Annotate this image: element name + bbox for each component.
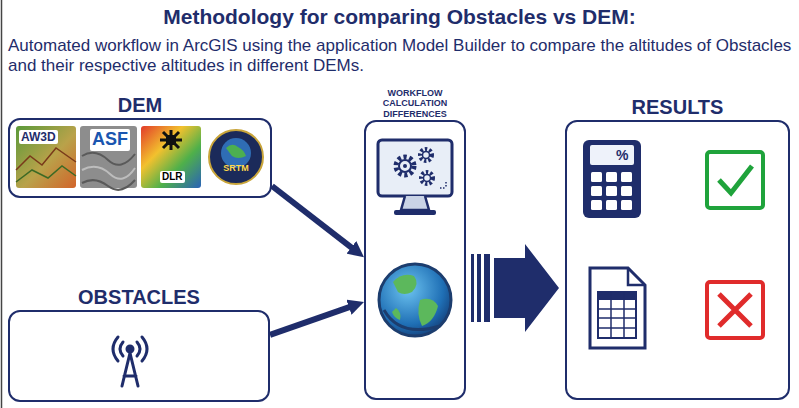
spreadsheet-icon-part <box>598 292 636 300</box>
spreadsheet-icon-part <box>628 268 645 285</box>
antenna-icon-part <box>113 337 147 361</box>
spreadsheet-icon-part <box>598 292 636 338</box>
percent-symbol: % <box>616 147 628 164</box>
asf-logo-part <box>82 167 135 179</box>
globe-icon-part <box>393 275 417 294</box>
calculator-keys-part <box>591 172 602 182</box>
computer-icon-part <box>420 149 432 161</box>
logo-text: ASF <box>90 129 130 151</box>
asf-logo-part <box>82 153 135 165</box>
dlr-logo-part <box>141 126 201 188</box>
calculator-keys-part <box>621 200 632 210</box>
dlr-logo-part <box>160 130 182 150</box>
calculator-icon <box>583 140 641 218</box>
calculator-keys-part <box>606 186 617 196</box>
arrow-bar <box>477 254 481 322</box>
calculator-keys-part <box>621 172 632 182</box>
arrow-bar <box>484 254 490 322</box>
block-arrow <box>494 244 559 332</box>
arrow-head <box>356 251 364 257</box>
calculator-keys-part <box>591 200 602 210</box>
logo-text: AW3D <box>19 130 58 144</box>
aw3d-logo-part <box>16 148 76 170</box>
spreadsheet-icon-part <box>598 292 636 338</box>
connector-arrow <box>270 302 364 335</box>
check-icon-part <box>719 166 752 193</box>
srtm-logo-part <box>226 145 246 158</box>
aw3d-logo <box>16 126 76 188</box>
calculator-keys-part <box>621 186 632 196</box>
computer-icon-part <box>440 182 446 188</box>
antenna-icon-part <box>122 353 138 386</box>
computer-icon-part <box>378 140 452 196</box>
check-icon <box>707 152 763 208</box>
globe-icon-part <box>379 264 451 336</box>
computer-icon-part <box>396 157 414 175</box>
results-box: RESULTS <box>565 120 790 400</box>
calculator-icon-part <box>590 145 634 165</box>
srtm-logo <box>209 130 263 184</box>
obstacles-box: OBSTACLES <box>8 310 270 402</box>
arrow-bar <box>471 254 474 322</box>
logo-text: SRTM <box>216 163 256 174</box>
cross-icon-part <box>707 282 763 338</box>
connector-line <box>272 186 358 252</box>
cross-icon <box>707 282 763 338</box>
subtitle-text: Automated workflow in ArcGIS using the a… <box>8 36 793 77</box>
calculator-keys-part <box>591 186 602 196</box>
computer-icon-part <box>399 160 411 172</box>
srtm-logo-part <box>209 130 263 184</box>
calculator-icon-part <box>583 140 641 218</box>
connector-arrow <box>471 244 559 332</box>
calculator-keys-part <box>606 172 617 182</box>
diagram-title: Methodology for comparing Obstacles vs D… <box>0 4 799 29</box>
computer-icon-part <box>394 210 436 215</box>
computer-icon-part <box>401 196 429 210</box>
cross-icon-part <box>719 294 751 326</box>
frame-line <box>1 0 3 408</box>
connector-line <box>270 305 356 335</box>
antenna-icon <box>113 337 147 386</box>
dlr-logo <box>141 126 201 188</box>
globe-icon-part <box>384 310 440 330</box>
calculator-keys-part <box>606 200 617 210</box>
asf-logo-part <box>82 180 135 190</box>
calculator-keys <box>591 172 632 210</box>
spreadsheet-icon-part <box>590 268 645 348</box>
globe-icon-part <box>418 299 438 326</box>
aw3d-logo-part <box>16 166 76 182</box>
aw3d-logo-part <box>16 126 76 188</box>
check-icon-part <box>707 152 763 208</box>
antenna-icon-part <box>127 346 133 352</box>
box-heading: WORKFLOW CALCULATION DIFFERENCES <box>355 88 475 119</box>
arrow-head <box>355 302 364 305</box>
workflow-box: WORKFLOW CALCULATION DIFFERENCES <box>364 120 466 400</box>
dlr-logo-part <box>166 135 176 145</box>
computer-icon-part <box>423 152 430 159</box>
box-heading: DEM <box>40 94 240 117</box>
box-heading: RESULTS <box>578 96 778 119</box>
computer-icon <box>378 140 452 215</box>
spreadsheet-icon <box>590 268 645 348</box>
computer-icon-part <box>424 175 431 182</box>
logo-text: DLR <box>160 171 185 183</box>
computer-icon-part <box>421 172 433 184</box>
globe-icon <box>379 264 451 336</box>
connector-arrow <box>272 186 364 257</box>
asf-logo-part <box>80 126 137 188</box>
box-heading: OBSTACLES <box>39 286 239 309</box>
antenna-icon-part <box>120 342 140 356</box>
computer-icon-part <box>403 164 407 168</box>
globe-icon-part <box>392 308 401 320</box>
asf-logo <box>80 126 137 190</box>
